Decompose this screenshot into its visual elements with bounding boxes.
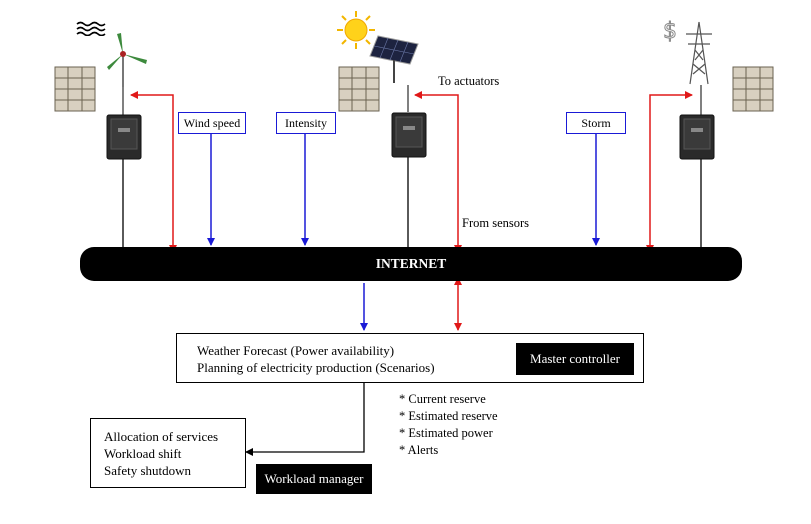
planning-line: Planning of electricity production (Scen… [197,360,435,375]
output-item: * Alerts [399,443,439,457]
from-sensors-label: From sensors [462,216,530,230]
sun-icon [337,11,375,49]
workload-arrow [245,383,365,456]
sensor-storm: Storm [566,112,626,134]
output-item: * Current reserve [399,392,486,406]
internet-bus: INTERNET [80,247,742,281]
server-tower-icon [679,114,715,160]
forecast-line: Weather Forecast (Power availability) [197,343,395,358]
forecast-text: Weather Forecast (Power availability) Pl… [197,342,435,376]
internet-label: INTERNET [375,256,447,271]
sensor-label: Storm [581,115,611,130]
dollar-icon: $ [663,19,678,45]
solar-panel-icon [369,35,419,83]
workload-line: Safety shutdown [104,463,192,478]
workload-manager-box: Workload manager [256,464,372,494]
wind-turbine-icon [107,33,147,87]
server-tower-icon [106,114,142,160]
actuator-arrow-1 [130,91,177,253]
master-controller-box: Master controller [516,343,634,375]
battery-rack-icon [338,66,380,112]
output-item: * Estimated reserve [399,409,498,423]
workload-manager-label: Workload manager [264,471,364,486]
sensor-wind-speed: Wind speed [178,112,246,134]
server-tower-icon [391,112,427,158]
workload-line: Allocation of services [104,429,219,444]
actuator-arrow-3 [646,91,693,253]
battery-rack-icon [732,66,774,112]
battery-rack-icon [54,66,96,112]
to-actuators-label: To actuators [438,74,500,88]
master-controller-label: Master controller [530,351,620,366]
sensor-intensity: Intensity [276,112,336,134]
workload-panel: Allocation of services Workload shift Sa… [90,418,246,488]
workload-line: Workload shift [104,446,182,461]
sensor-label: Wind speed [183,115,241,130]
actuator-arrow-2 [414,91,462,253]
workload-text: Allocation of services Workload shift Sa… [104,428,218,479]
power-pylon-icon [686,21,712,85]
sensor-label: Intensity [285,115,327,130]
svg-text:$: $ [663,19,677,44]
output-item: * Estimated power [399,426,493,440]
waves-icon [76,21,106,36]
output-list: * Current reserve * Estimated reserve * … [399,391,498,459]
